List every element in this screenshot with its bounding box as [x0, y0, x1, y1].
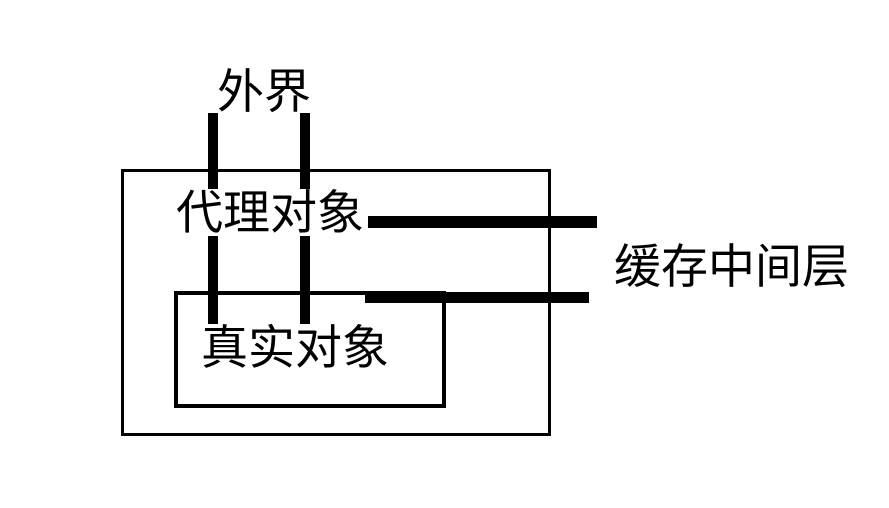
real-object-label: 真实对象	[201, 321, 389, 374]
outside-world-label: 外界	[217, 65, 311, 118]
proxy-to-cache-line	[368, 216, 597, 228]
proxy-object-label: 代理对象	[176, 186, 364, 239]
inner-real-object-box	[174, 291, 446, 408]
real-to-cache-line	[365, 292, 589, 303]
cache-middle-layer-label: 缓存中间层	[614, 240, 849, 293]
